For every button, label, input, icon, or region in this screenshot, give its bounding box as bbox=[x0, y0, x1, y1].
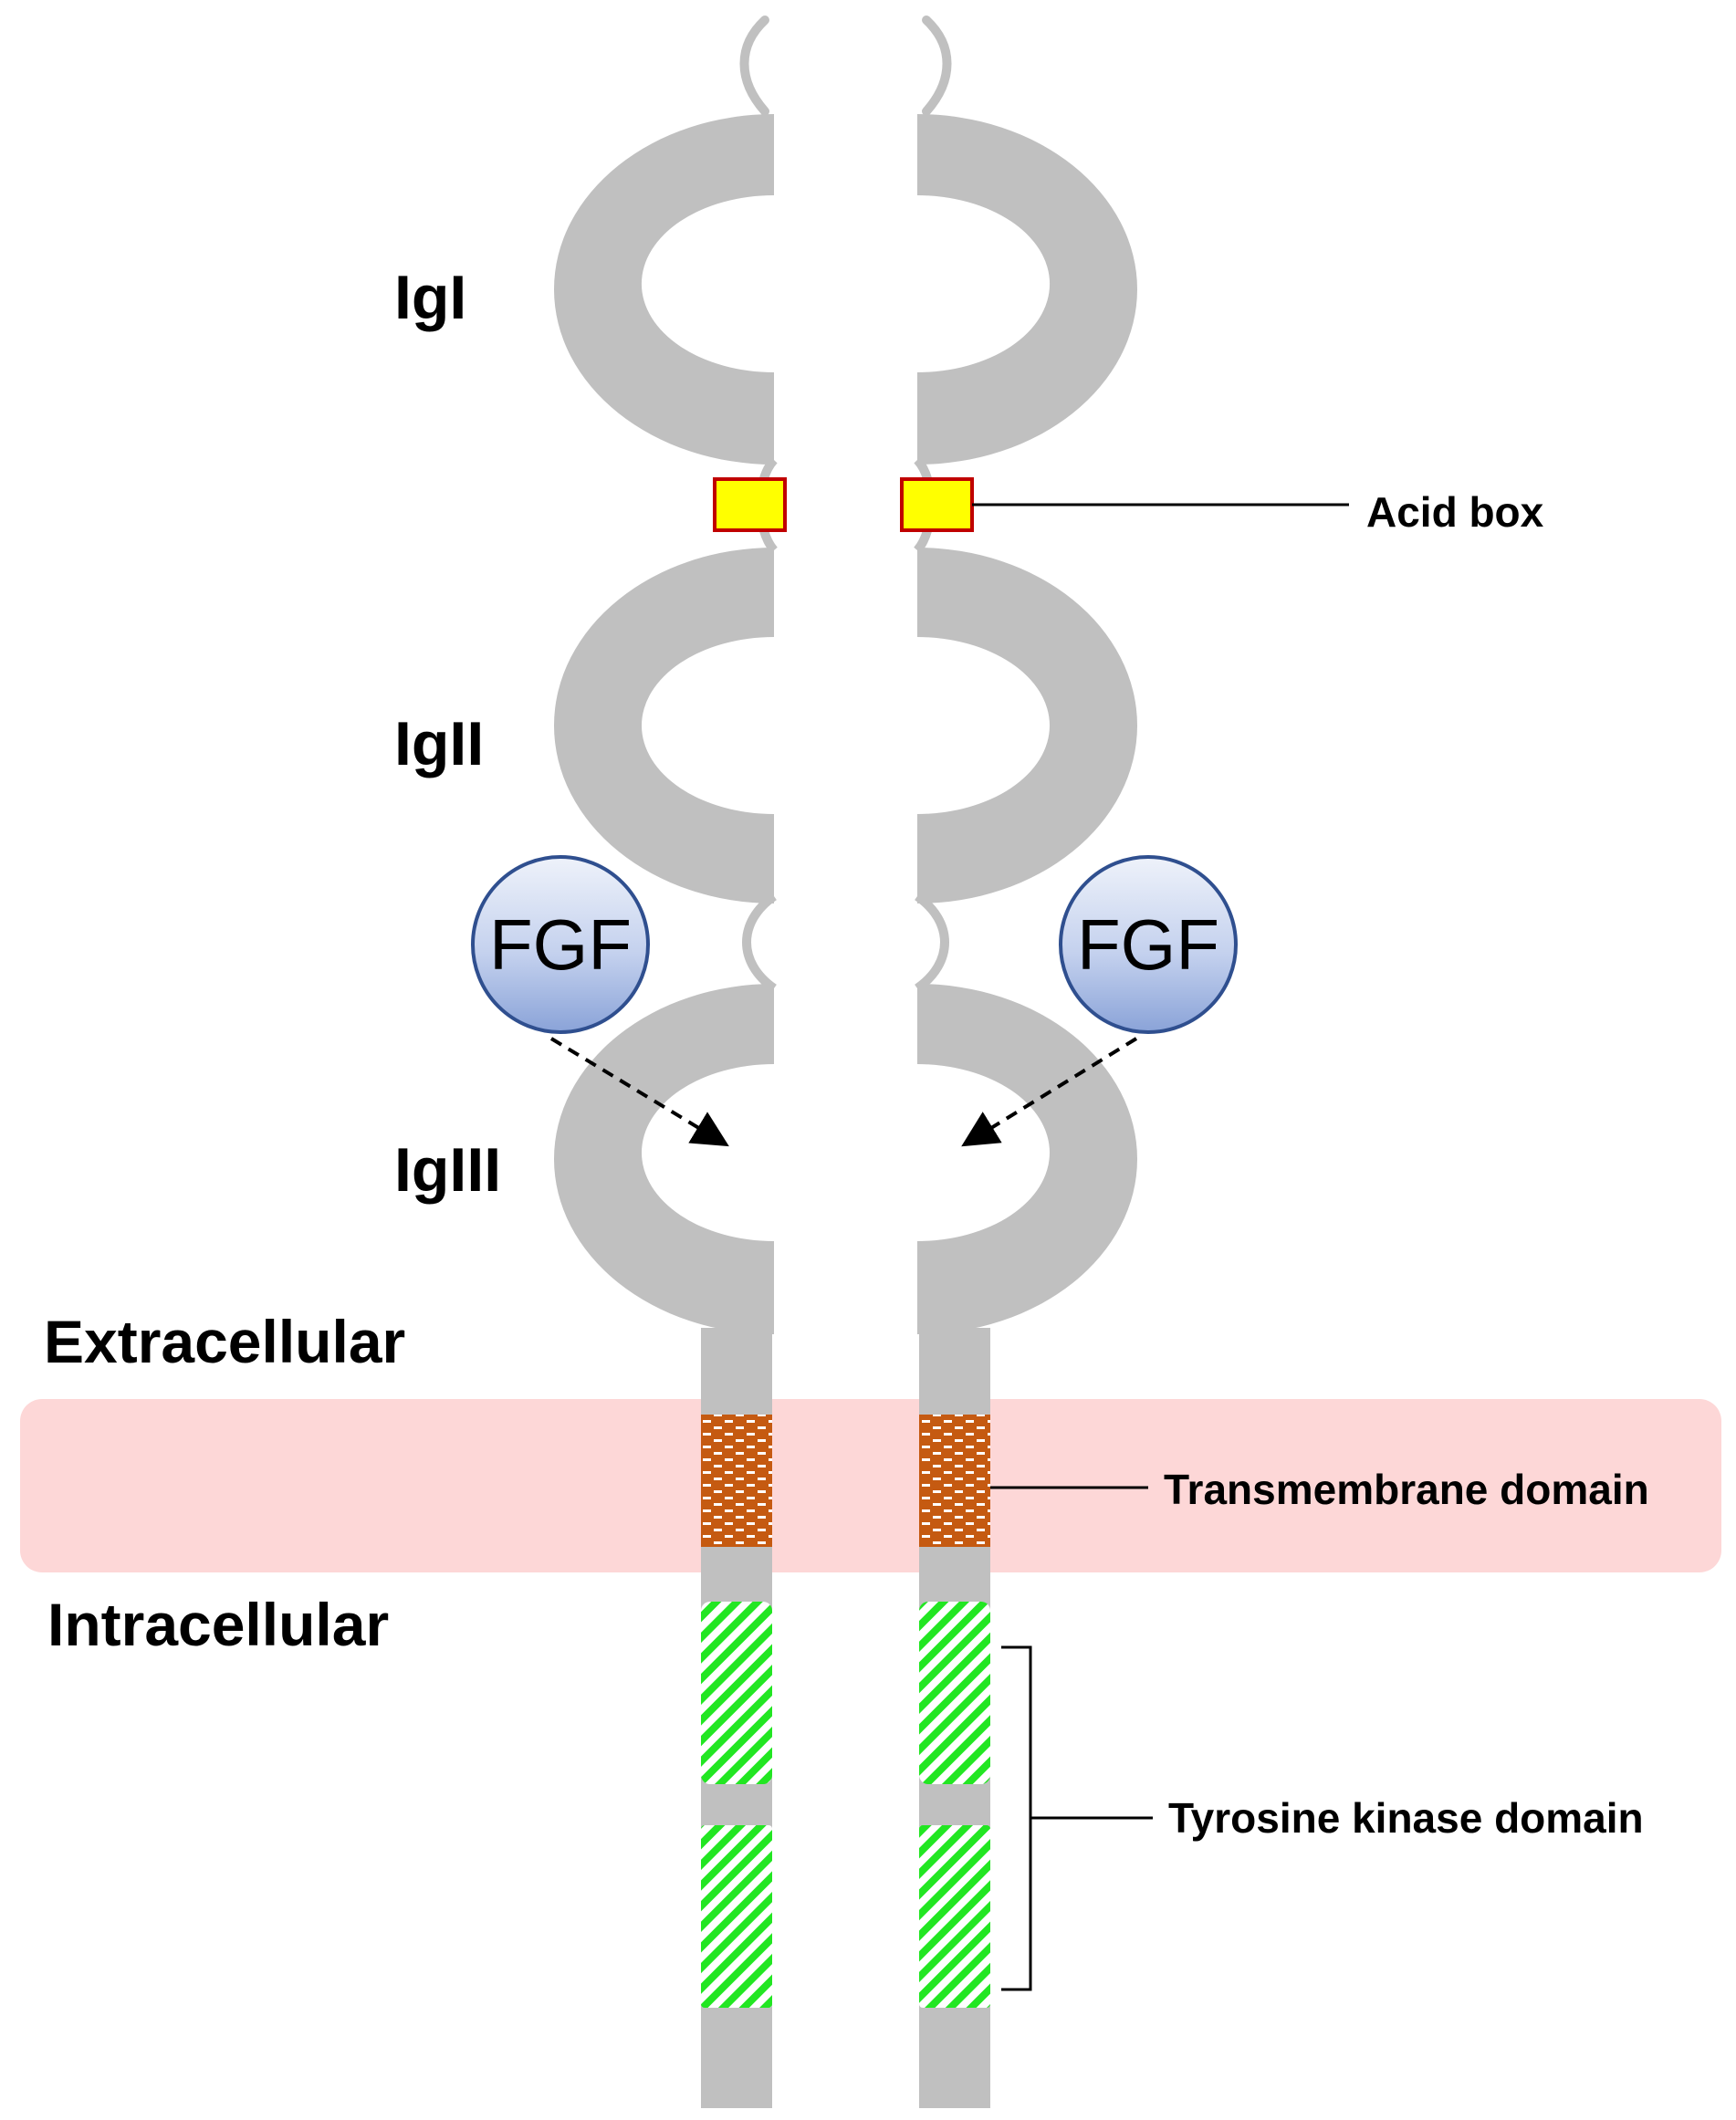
receptor-right bbox=[900, 16, 1137, 2108]
kinase-bracket bbox=[1001, 1645, 1032, 1991]
acid-box-right bbox=[900, 477, 974, 532]
ig3-domain-right bbox=[917, 984, 1137, 1334]
acid-box-label: Acid box bbox=[1366, 488, 1544, 536]
cell-membrane bbox=[20, 1399, 1721, 1572]
transmembrane-label: Transmembrane domain bbox=[1164, 1466, 1649, 1513]
transmembrane-segment-right bbox=[919, 1415, 990, 1547]
intracellular-label: Intracellular bbox=[47, 1591, 389, 1658]
kinase-segment-right-1 bbox=[919, 1602, 990, 1784]
fgf-circle-right bbox=[1059, 855, 1238, 1034]
ig1-domain-right bbox=[917, 114, 1137, 465]
n-terminal-hook-left bbox=[739, 16, 769, 116]
fgf-ligand-right: FGF bbox=[1059, 855, 1238, 1034]
receptor-left bbox=[554, 16, 787, 2108]
extracellular-label: Extracellular bbox=[44, 1308, 405, 1375]
kinase-segment-left-1 bbox=[701, 1602, 772, 1784]
acid-box-left bbox=[713, 477, 787, 532]
kinase-segment-left-2 bbox=[701, 1825, 772, 2008]
ig2-domain-left bbox=[554, 548, 774, 903]
ig3-domain-left bbox=[554, 984, 774, 1334]
n-terminal-hook-right bbox=[922, 16, 952, 116]
transmembrane-segment-left bbox=[701, 1415, 772, 1547]
ig1-label: IgI bbox=[394, 263, 466, 332]
fgf-label-right: FGF bbox=[1077, 904, 1219, 985]
ig3-label: IgIII bbox=[394, 1135, 501, 1205]
linker-ig2-ig3-right bbox=[914, 892, 949, 993]
ig1-domain-left bbox=[554, 114, 774, 465]
fgf-ligand-left: FGF bbox=[471, 855, 650, 1034]
fgf-circle-left bbox=[471, 855, 650, 1034]
linker-ig2-ig3-left bbox=[742, 892, 778, 993]
fgf-label-left: FGF bbox=[489, 904, 632, 985]
kinase-segment-right-2 bbox=[919, 1825, 990, 2008]
kinase-label: Tyrosine kinase domain bbox=[1168, 1794, 1644, 1842]
ig2-domain-right bbox=[917, 548, 1137, 903]
binding-arrow-left bbox=[549, 1037, 729, 1147]
ig2-label: IgII bbox=[394, 709, 484, 778]
binding-arrow-right bbox=[961, 1037, 1138, 1147]
